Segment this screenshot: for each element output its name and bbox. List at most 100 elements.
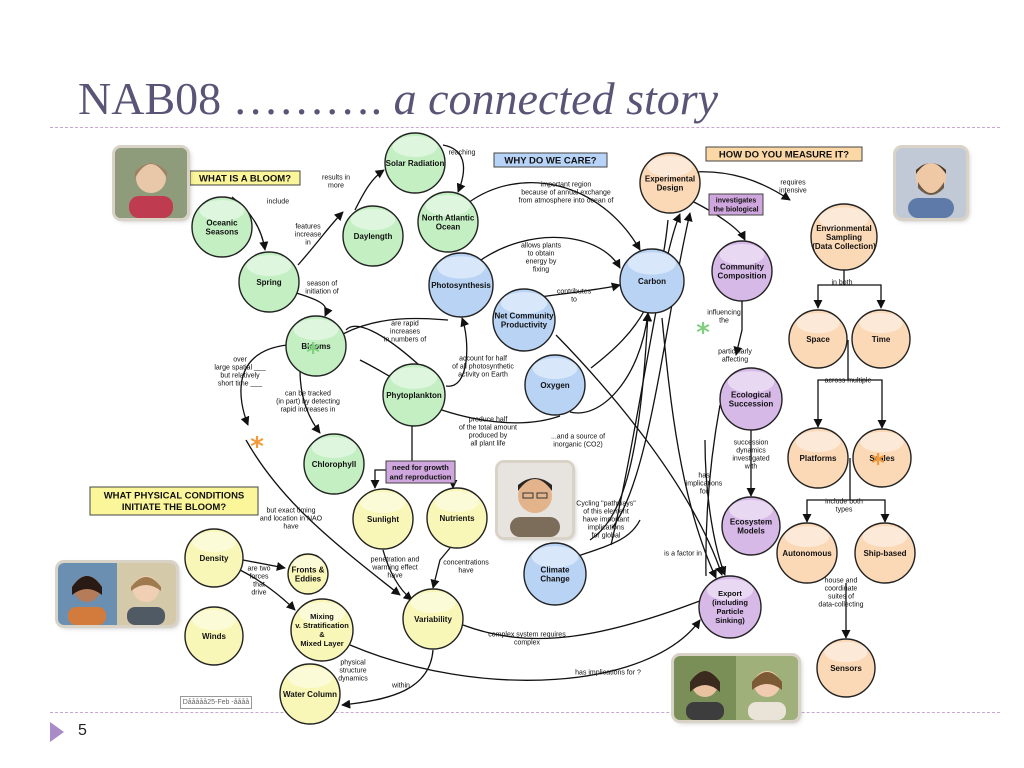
node-label: Autonomous — [782, 549, 832, 558]
link-label-has-implications-for-q: has implications for ? — [575, 669, 641, 676]
link-label-across-multiple: across multiple — [825, 377, 872, 384]
portrait-photo-pair-1 — [58, 563, 176, 625]
link-arrow — [299, 369, 321, 434]
link-arrow — [574, 519, 641, 558]
node-time: Time — [851, 309, 911, 369]
person-icon — [674, 656, 798, 720]
link-arrow — [813, 340, 849, 428]
node-winds: Winds — [184, 606, 244, 666]
person-icon — [498, 463, 572, 537]
asterisk-icon: * — [871, 449, 885, 479]
node-label: Daylength — [354, 232, 393, 241]
link-arrow — [462, 596, 711, 640]
link-arrow — [240, 344, 288, 426]
header-text: WHAT IS A BLOOM? — [199, 173, 291, 184]
link-arrow — [442, 144, 466, 193]
node-photosynthesis: Photosynthesis — [428, 252, 494, 318]
node-oxygen: Oxygen — [524, 354, 586, 416]
link-arrow — [848, 379, 887, 429]
node-ship-based: Ship-based — [854, 522, 916, 584]
link-arrow — [382, 549, 413, 601]
node-label: Space — [806, 335, 830, 344]
link-arrow — [354, 169, 385, 211]
link-arrow — [733, 301, 743, 356]
title-main: NAB08 ………. — [78, 73, 383, 124]
portrait-photo-3 — [498, 463, 572, 537]
link-arrow — [850, 499, 890, 523]
link-arrow — [692, 171, 791, 201]
node-scales: Scales — [852, 428, 912, 488]
link-arrow — [705, 404, 721, 577]
link-arrow — [245, 439, 401, 596]
link-arrow — [445, 317, 470, 387]
node-density: Density — [184, 528, 244, 588]
node-blooms: Blooms — [285, 315, 347, 377]
node-spring: Spring — [238, 251, 300, 313]
node-phytoplankton: Phytoplankton — [382, 363, 446, 427]
node-label: Solar Radiation — [386, 159, 445, 168]
slide-number: 5 — [78, 722, 87, 739]
person-icon — [115, 148, 187, 218]
title-italic: a connected story — [393, 73, 719, 124]
portrait-photo-1 — [115, 148, 187, 218]
asterisk-icon: * — [696, 318, 710, 348]
link-arrow — [689, 199, 746, 241]
header-text: WHY DO WE CARE? — [504, 155, 596, 166]
portrait-photo-2 — [896, 148, 966, 218]
link-arrow — [292, 291, 333, 317]
node-label: Carbon — [638, 277, 666, 286]
slide-title: NAB08 ………. a connected story — [78, 72, 718, 125]
node-label: Blooms — [301, 342, 331, 351]
node-solar-radiation: Solar Radiation — [384, 132, 446, 194]
node-chlorophyll: Chlorophyll — [303, 433, 365, 495]
node-label: Oxygen — [540, 381, 569, 390]
node-autonomous: Autonomous — [776, 522, 838, 584]
node-label: Variability — [414, 615, 452, 624]
link-arrow — [345, 325, 420, 366]
node-label: Photosynthesis — [431, 281, 491, 290]
node-water-column: Water Column — [279, 663, 341, 725]
link-arrow — [467, 182, 641, 251]
node-daylength: Daylength — [342, 205, 404, 267]
link-arrow — [341, 649, 434, 709]
node-label: Chlorophyll — [312, 460, 356, 469]
node-label: Ship-based — [863, 549, 906, 558]
node-label: Platforms — [800, 454, 837, 463]
link-arrow — [435, 407, 561, 424]
link-arrow — [239, 569, 296, 611]
node-label: Fronts &Eddies — [292, 565, 325, 583]
